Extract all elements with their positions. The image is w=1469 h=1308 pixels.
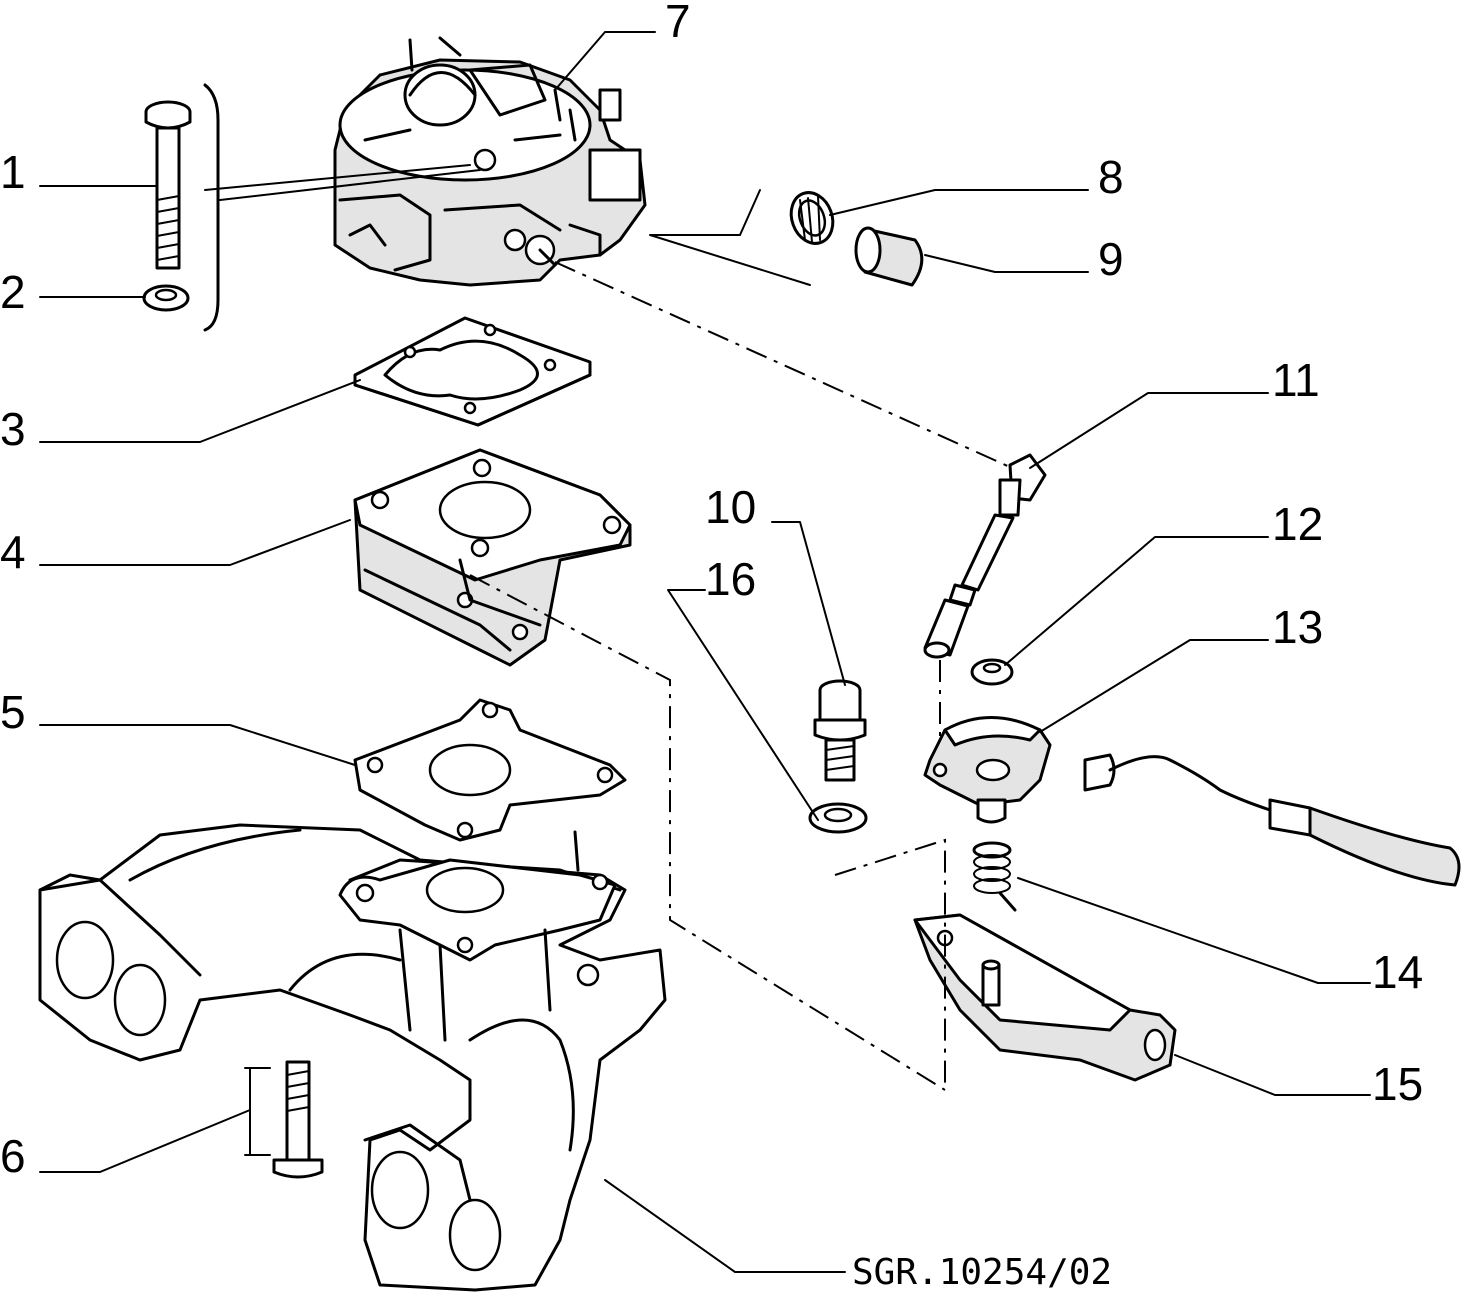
part-1-long-bolt — [144, 100, 192, 270]
callout-10: 10 — [705, 481, 756, 533]
callout-14: 14 — [1372, 946, 1423, 998]
intake-manifold — [38, 823, 667, 1292]
part-5-lower-gasket — [353, 698, 627, 842]
part-12-clip — [970, 658, 1014, 686]
part-11-linkage-rod — [923, 453, 1047, 659]
callout-13: 13 — [1272, 601, 1323, 653]
part-10-bolt — [813, 679, 867, 782]
part-16-washer — [808, 802, 868, 834]
part-7-throttle-body — [333, 36, 647, 287]
callout-1: 1 — [0, 146, 26, 198]
throttle-cable — [1083, 753, 1461, 887]
part-13-lever — [923, 716, 1052, 824]
part-4-spacer-block — [353, 448, 632, 667]
part-15-bracket — [913, 913, 1177, 1082]
callout-3: 3 — [0, 403, 26, 455]
callout-4: 4 — [0, 526, 26, 578]
callout-9: 9 — [1098, 233, 1124, 285]
part-9-filter — [854, 226, 924, 287]
callout-8: 8 — [1098, 151, 1124, 203]
callout-labels: 1 2 3 4 5 6 7 8 9 10 11 12 13 14 15 16 — [0, 0, 1423, 1182]
callout-5: 5 — [0, 686, 26, 738]
leader-lines — [39, 31, 1371, 1273]
group-bracket — [203, 83, 220, 332]
part-3-gasket — [353, 316, 592, 427]
callout-6: 6 — [0, 1130, 26, 1182]
part-8-hose-clamp — [789, 191, 835, 245]
drawing-reference-code: SGR.10254/02 — [852, 1252, 1112, 1293]
callout-15: 15 — [1372, 1058, 1423, 1110]
assembly-lines — [469, 261, 1013, 1091]
callout-2: 2 — [0, 266, 26, 318]
callout-12: 12 — [1272, 498, 1323, 550]
callout-16: 16 — [705, 553, 756, 605]
callout-11: 11 — [1272, 354, 1320, 406]
callout-7: 7 — [665, 0, 691, 47]
part-6-stud — [244, 1060, 324, 1179]
part-2-washer — [142, 284, 190, 312]
part-14-spring — [972, 841, 1017, 912]
